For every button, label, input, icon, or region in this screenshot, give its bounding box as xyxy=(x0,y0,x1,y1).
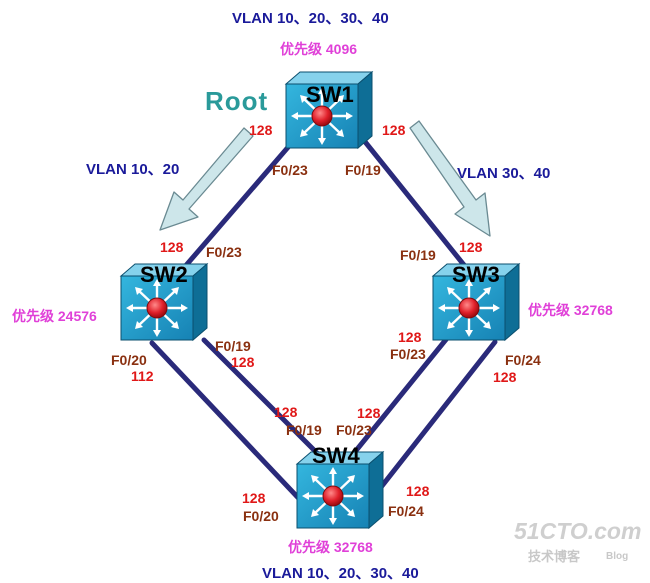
sw3-f024-port: F0/24 xyxy=(505,352,541,368)
sw4-name: SW4 xyxy=(312,443,360,468)
link-sw2-sw4-f019 xyxy=(201,337,325,461)
watermark-sub: 技术博客 xyxy=(528,549,581,564)
link-sw1-sw2 xyxy=(179,135,299,273)
sw2-priority: 优先级 24576 xyxy=(12,308,97,324)
sw2-f023-port: F0/23 xyxy=(206,244,242,260)
sw1-f023-port: F0/23 xyxy=(272,162,308,178)
arrow-left xyxy=(159,127,254,231)
sw1-f023-cost: 128 xyxy=(249,122,273,138)
watermark-site: 51CTO.com xyxy=(514,518,642,544)
sw4-f020-cost: 128 xyxy=(242,490,266,506)
arrow-right xyxy=(409,120,491,237)
left-arrow-vlan-label: VLAN 10、20 xyxy=(86,161,180,178)
sw4-f023-cost: 128 xyxy=(357,405,381,421)
sw3-f023-cost: 128 xyxy=(398,329,422,345)
sw4-f019-cost: 128 xyxy=(274,404,298,420)
sw4-f020-port: F0/20 xyxy=(243,508,279,524)
top-vlan-label: VLAN 10、20、30、40 xyxy=(232,10,389,27)
sw2-f020-cost: 112 xyxy=(131,368,154,384)
sw1-name: SW1 xyxy=(306,82,354,107)
sw2-f023-cost: 128 xyxy=(160,239,184,255)
bottom-vlan-label: VLAN 10、20、30、40 xyxy=(262,565,419,582)
sw4-f023-port: F0/23 xyxy=(336,422,372,438)
sw3-priority: 优先级 32768 xyxy=(528,302,613,318)
link-sw1-sw3 xyxy=(359,135,471,273)
sw3-f019-cost: 128 xyxy=(459,239,483,255)
right-arrow-vlan-label: VLAN 30、40 xyxy=(457,165,551,182)
arrows xyxy=(159,120,491,237)
link-sw3-sw4-f023 xyxy=(347,334,451,461)
link-sw2-sw4-f020 xyxy=(149,340,308,508)
sw3-f024-cost: 128 xyxy=(493,369,517,385)
sw4-f024-cost: 128 xyxy=(406,483,430,499)
links xyxy=(149,135,498,508)
sw4-f024-port: F0/24 xyxy=(388,503,424,519)
sw2-name: SW2 xyxy=(140,262,188,287)
sw4-f019-port: F0/19 xyxy=(286,422,322,438)
watermark-blog: Blog xyxy=(606,551,629,562)
sw2-f019-cost: 128 xyxy=(231,354,255,370)
root-label: Root xyxy=(205,86,269,116)
sw4-priority: 优先级 32768 xyxy=(288,539,373,555)
sw3-f023-port: F0/23 xyxy=(390,346,426,362)
sw3-name: SW3 xyxy=(452,262,500,287)
sw2-f020-port: F0/20 xyxy=(111,352,147,368)
sw1-f019-port: F0/19 xyxy=(345,162,381,178)
sw1-priority: 优先级 4096 xyxy=(280,41,358,57)
sw2-f019-port: F0/19 xyxy=(215,338,251,354)
sw3-f019-port: F0/19 xyxy=(400,247,436,263)
link-sw3-sw4-f024 xyxy=(364,339,498,508)
sw1-f019-cost: 128 xyxy=(382,122,406,138)
